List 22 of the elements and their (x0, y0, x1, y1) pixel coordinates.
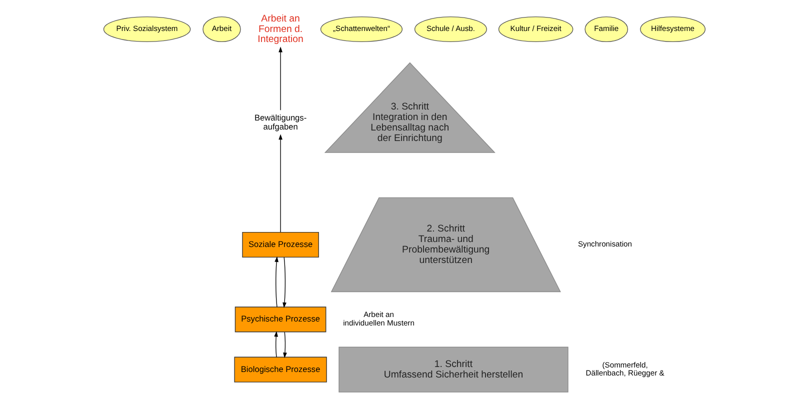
arrow (274, 331, 278, 358)
node-box: Psychische Prozesse (234, 306, 326, 332)
node-text: Arbeit an Formen d. Integration (257, 13, 303, 46)
node-ellipse: Familie (584, 16, 628, 42)
node-text: Bewältigungs- aufgaben (254, 112, 306, 132)
arrow (282, 332, 286, 358)
node-box: 1. Schritt Umfassend Sicherheit herstellen (338, 346, 568, 392)
arrow (278, 134, 282, 233)
arrow (282, 257, 286, 308)
arrow (274, 256, 278, 308)
node-box: Soziale Prozesse (242, 232, 318, 258)
arrow (278, 46, 282, 110)
label: Synchronisation (577, 240, 632, 249)
node-ellipse: Hilfesysteme (640, 16, 706, 42)
node-box: Biologische Prozesse (234, 356, 326, 382)
node-ellipse: Schule / Ausb. (414, 16, 486, 42)
node-ellipse: Kultur / Freizeit (498, 16, 573, 42)
label: (Sommerfeld, Dällenbach, Rüegger & (585, 360, 664, 378)
node-ellipse: Priv. Sozialsystem (102, 16, 190, 42)
node-ellipse: „Schattenwelten“ (320, 16, 402, 42)
label: Arbeit an individuellen Mustern (342, 310, 414, 328)
node-ellipse: Arbeit (202, 16, 240, 42)
